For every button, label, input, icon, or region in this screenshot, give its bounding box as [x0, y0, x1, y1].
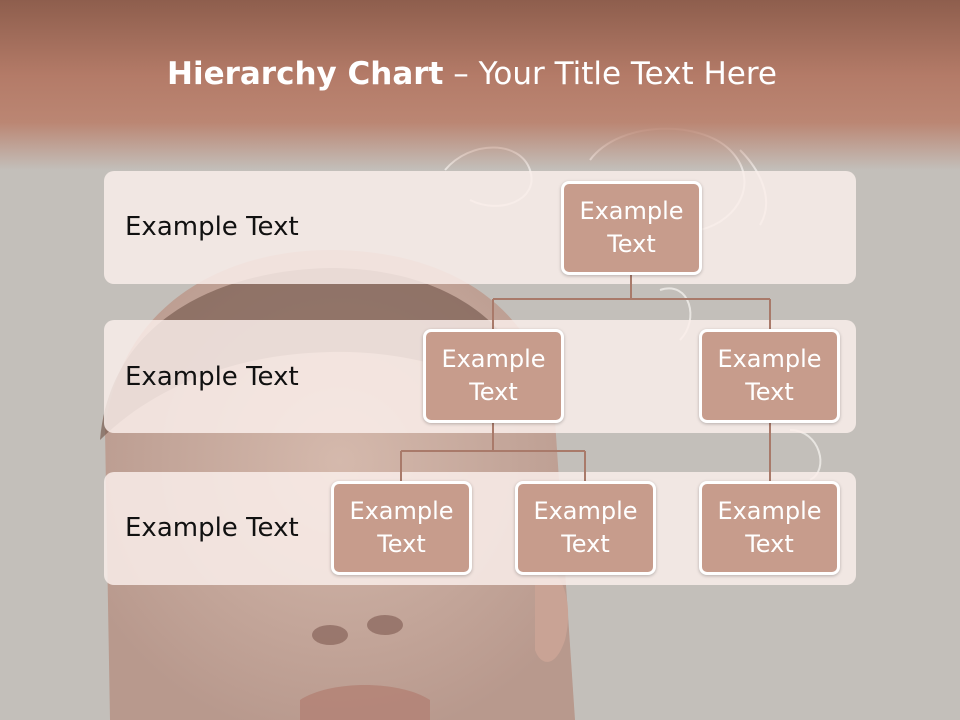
band-3-label: Example Text	[125, 513, 299, 543]
level2-right-node-label: Example Text	[717, 345, 822, 406]
level2-left-node[interactable]: Example Text	[423, 329, 564, 423]
level2-left-node-label: Example Text	[441, 345, 546, 406]
level3-node-a-label: Example Text	[349, 497, 454, 558]
title-band	[0, 0, 960, 170]
slide-title: Hierarchy Chart – Your Title Text Here	[0, 56, 944, 92]
connector-root-level2	[492, 274, 771, 330]
root-node-label: Example Text	[579, 197, 684, 258]
level3-node-c[interactable]: Example Text	[699, 481, 840, 575]
level3-node-b-label: Example Text	[533, 497, 638, 558]
level2-right-node[interactable]: Example Text	[699, 329, 840, 423]
level3-node-c-label: Example Text	[717, 497, 822, 558]
level-band-1	[104, 171, 856, 284]
title-bold: Hierarchy Chart	[167, 56, 444, 92]
band-2-label: Example Text	[125, 362, 299, 392]
root-node[interactable]: Example Text	[561, 181, 702, 275]
band-1-label: Example Text	[125, 212, 299, 242]
connector-left-level3	[400, 422, 586, 483]
level3-node-b[interactable]: Example Text	[515, 481, 656, 575]
level3-node-a[interactable]: Example Text	[331, 481, 472, 575]
title-rest: – Your Title Text Here	[443, 56, 777, 92]
